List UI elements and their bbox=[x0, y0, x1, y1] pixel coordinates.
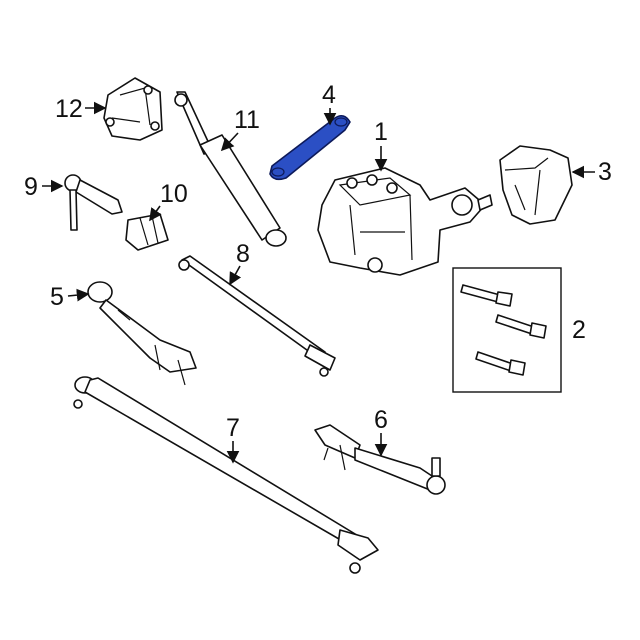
svg-text:4: 4 bbox=[322, 81, 336, 109]
part-1-steering-gear[interactable] bbox=[317, 167, 493, 276]
callout-7: 7 bbox=[226, 414, 240, 464]
part-4-pitman-arm[interactable] bbox=[269, 114, 351, 181]
part-5-tie-rod-end[interactable] bbox=[87, 281, 197, 386]
svg-text:1: 1 bbox=[374, 118, 388, 146]
svg-text:10: 10 bbox=[160, 180, 188, 208]
svg-text:9: 9 bbox=[24, 173, 38, 201]
svg-text:12: 12 bbox=[55, 95, 83, 123]
svg-text:7: 7 bbox=[226, 414, 240, 442]
callout-8: 8 bbox=[229, 240, 250, 286]
svg-text:8: 8 bbox=[236, 240, 250, 268]
callout-1: 1 bbox=[374, 118, 388, 172]
callout-9: 9 bbox=[24, 173, 64, 201]
part-8-rod[interactable] bbox=[178, 255, 336, 377]
svg-text:2: 2 bbox=[572, 316, 586, 344]
callout-3: 3 bbox=[571, 158, 612, 186]
part-9-tie-rod-end[interactable] bbox=[64, 174, 123, 231]
part-7-tie-rod[interactable] bbox=[73, 376, 379, 574]
callout-2: 2 bbox=[572, 316, 586, 344]
part-12-bracket[interactable] bbox=[103, 77, 163, 141]
part-10-clamp[interactable] bbox=[125, 213, 169, 251]
part-6-tie-rod-end[interactable] bbox=[314, 424, 446, 495]
callout-11: 11 bbox=[220, 106, 260, 152]
part-2-bolts[interactable] bbox=[452, 267, 562, 393]
svg-text:3: 3 bbox=[598, 158, 612, 186]
part-3-cover[interactable] bbox=[499, 145, 573, 225]
svg-text:11: 11 bbox=[234, 106, 260, 134]
callout-6: 6 bbox=[374, 406, 388, 457]
part-11-shock-absorber[interactable] bbox=[174, 91, 287, 247]
callout-5: 5 bbox=[50, 283, 90, 311]
callout-12: 12 bbox=[55, 95, 107, 123]
callout-10: 10 bbox=[149, 180, 188, 222]
callout-4: 4 bbox=[322, 81, 337, 126]
svg-text:5: 5 bbox=[50, 283, 64, 311]
svg-text:6: 6 bbox=[374, 406, 388, 434]
